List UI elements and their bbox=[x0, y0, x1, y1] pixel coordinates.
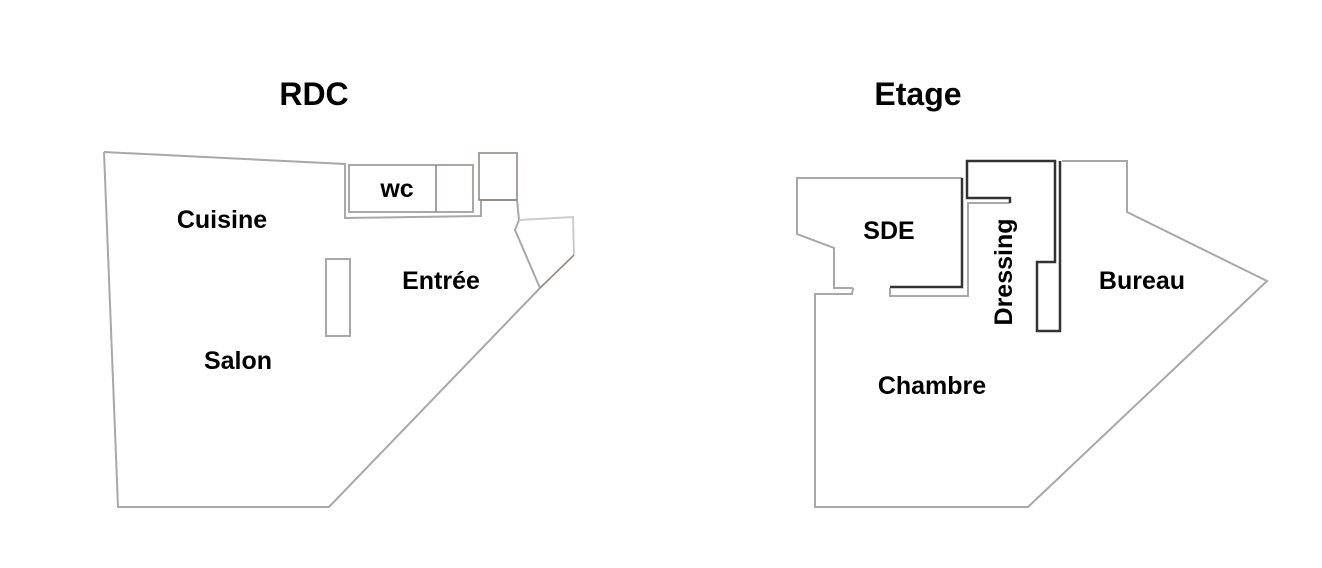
plan-title-rdc: RDC bbox=[279, 76, 348, 112]
rdc-door-area bbox=[518, 215, 575, 256]
room-label-cuisine: Cuisine bbox=[177, 206, 267, 234]
rdc-wc-box bbox=[348, 164, 474, 213]
plan-title-etage: Etage bbox=[874, 76, 961, 112]
room-label-wc: wc bbox=[379, 175, 413, 203]
dressing-wall-dark bbox=[965, 159, 1062, 333]
room-label-salon: Salon bbox=[204, 347, 272, 375]
rdc-pillar bbox=[325, 258, 351, 337]
room-label-chambre: Chambre bbox=[878, 372, 986, 400]
room-label-bureau: Bureau bbox=[1099, 267, 1185, 295]
room-label-sde: SDE bbox=[863, 217, 914, 245]
plan-rdc: RDC Cuisine wc Entrée Salon bbox=[103, 76, 575, 508]
rdc-door-line bbox=[539, 254, 575, 289]
etage-outer-wall bbox=[814, 160, 1269, 508]
sde-wall-dark bbox=[890, 178, 964, 289]
dressing-left-wall bbox=[889, 202, 1010, 297]
room-label-entree: Entrée bbox=[402, 267, 480, 295]
plan-etage: Etage SDE Dressing Bureau Chambre bbox=[796, 76, 1269, 508]
rdc-outer-wall bbox=[103, 151, 542, 508]
sde-wall bbox=[796, 177, 962, 289]
rdc-closet bbox=[478, 152, 518, 201]
room-label-dressing: Dressing bbox=[990, 219, 1018, 326]
